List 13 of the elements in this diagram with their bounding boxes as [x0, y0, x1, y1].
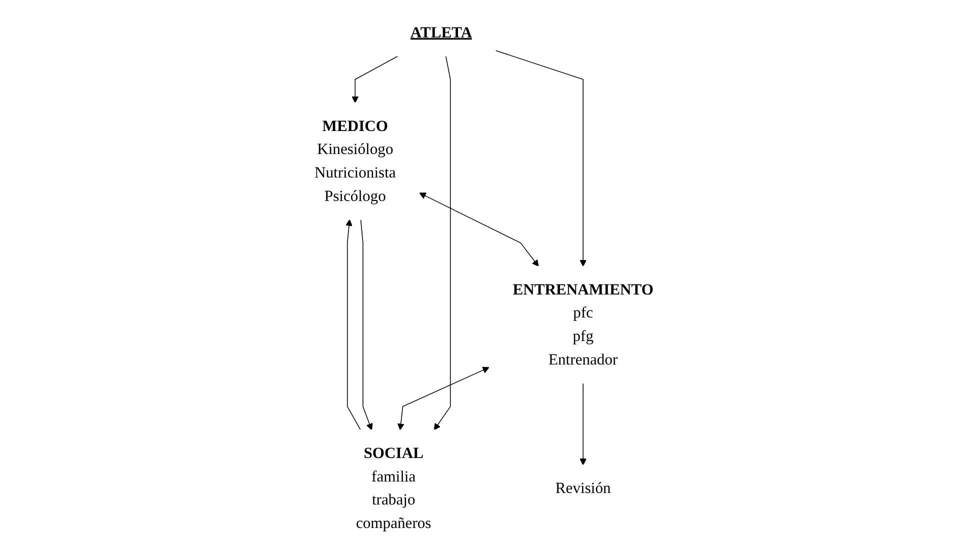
node-text: SOCIAL familia trabajo compañeros — [355, 444, 431, 532]
arrow — [360, 219, 372, 430]
arrow — [345, 219, 360, 430]
node-text: ENTRENAMIENTO pfc pfg Entrenador — [512, 281, 654, 368]
arrow — [418, 192, 538, 267]
arrow — [433, 56, 450, 430]
node-text: ATLETA — [410, 24, 472, 42]
arrow — [396, 366, 489, 430]
arrow — [579, 382, 586, 466]
arrow — [351, 56, 398, 104]
node-text: MEDICO Kinesiólogo Nutricionista Psicólogo — [314, 118, 396, 205]
arrow — [494, 50, 586, 267]
node-text: Revisión — [554, 480, 610, 497]
